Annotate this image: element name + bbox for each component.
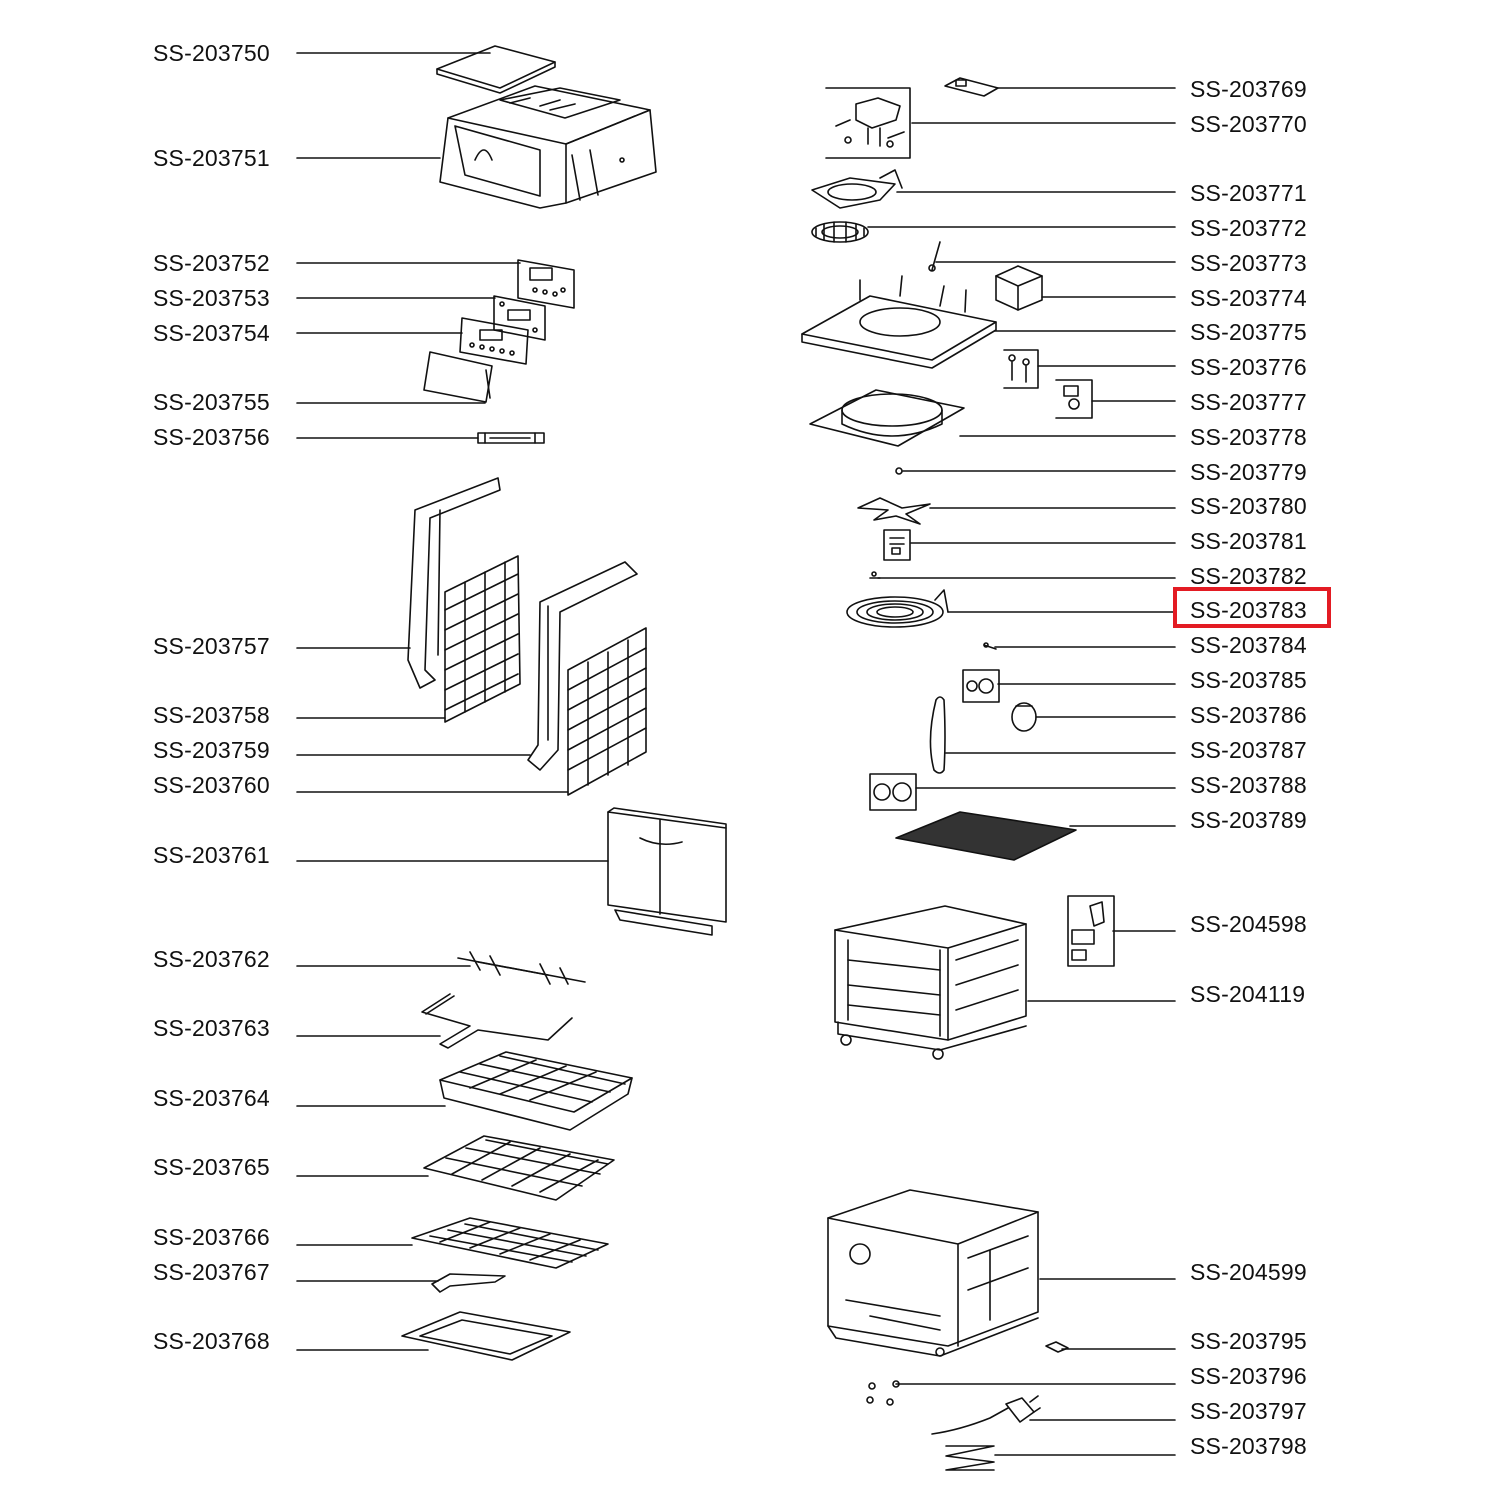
part-label: SS-203787 xyxy=(1190,737,1307,763)
part-label: SS-203798 xyxy=(1190,1433,1307,1459)
part-foot-clip xyxy=(1045,1341,1069,1353)
part-label: SS-203774 xyxy=(1190,285,1307,311)
part-pin xyxy=(869,571,881,579)
part-label: SS-203789 xyxy=(1190,807,1307,833)
part-label: SS-203762 xyxy=(153,946,270,972)
part-outer-housing xyxy=(439,85,657,209)
part-label: SS-203784 xyxy=(1190,632,1307,658)
part-label: SS-203797 xyxy=(1190,1398,1307,1424)
part-screw xyxy=(983,642,997,650)
part-fan-wheel xyxy=(811,221,869,243)
part-front-cover xyxy=(423,351,493,403)
part-label: SS-203777 xyxy=(1190,389,1307,415)
part-power-cord xyxy=(931,1395,1041,1435)
part-temperature-sensor xyxy=(928,241,941,272)
part-label: SS-203776 xyxy=(1190,354,1307,380)
part-label: SS-203756 xyxy=(153,424,270,450)
part-label: SS-203769 xyxy=(1190,76,1307,102)
part-nut xyxy=(895,467,903,475)
part-microswitch xyxy=(1055,379,1093,419)
part-top-cover-plate xyxy=(436,45,556,94)
part-label: SS-203796 xyxy=(1190,1363,1307,1389)
part-heating-motor-box xyxy=(995,265,1043,311)
part-label: SS-203753 xyxy=(153,285,270,311)
part-label: SS-203785 xyxy=(1190,667,1307,693)
part-drive-belt xyxy=(929,696,946,774)
part-gear-set xyxy=(962,669,1000,703)
part-thermal-fuse xyxy=(944,77,999,97)
part-inner-cavity-frame xyxy=(834,905,1027,1060)
part-upper-chassis xyxy=(801,275,997,369)
part-wire-rack xyxy=(423,1135,615,1201)
part-label: SS-204599 xyxy=(1190,1259,1307,1285)
part-label: SS-203757 xyxy=(153,633,270,659)
part-label: SS-203781 xyxy=(1190,528,1307,554)
part-zigzag-element xyxy=(945,1445,995,1471)
part-fan-bracket xyxy=(811,169,903,209)
part-label: SS-203758 xyxy=(153,702,270,728)
part-label-highlighted: SS-203783 xyxy=(1190,597,1307,623)
highlight-box xyxy=(1173,587,1331,628)
part-door xyxy=(607,807,727,936)
part-motor-assembly xyxy=(825,87,911,159)
part-display-board xyxy=(517,259,575,309)
part-label: SS-203780 xyxy=(1190,493,1307,519)
part-membrane-panel xyxy=(459,317,529,365)
part-label: SS-203771 xyxy=(1190,180,1307,206)
part-label: SS-203773 xyxy=(1190,250,1307,276)
part-label: SS-203795 xyxy=(1190,1328,1307,1354)
part-label: SS-203752 xyxy=(153,250,270,276)
part-heater-rod xyxy=(477,432,545,444)
part-label: SS-203775 xyxy=(1190,319,1307,345)
part-fastener-kit xyxy=(1003,349,1039,389)
part-label: SS-203782 xyxy=(1190,563,1307,589)
right-leader-lines xyxy=(867,87,1176,1456)
part-rotisserie-spit xyxy=(457,951,586,985)
part-label: SS-203770 xyxy=(1190,111,1307,137)
left-leader-lines xyxy=(296,52,609,1351)
part-label: SS-203765 xyxy=(153,1154,270,1180)
part-side-mesh-left xyxy=(444,555,521,723)
part-label: SS-203767 xyxy=(153,1259,270,1285)
part-rotisserie-fork-tool xyxy=(421,993,573,1049)
part-rotary-knob xyxy=(1011,702,1037,732)
part-side-panel-right xyxy=(527,561,638,771)
part-label: SS-203754 xyxy=(153,320,270,346)
part-rubber-feet xyxy=(866,1380,900,1406)
part-label: SS-203759 xyxy=(153,737,270,763)
part-label: SS-203764 xyxy=(153,1085,270,1111)
part-side-panel-left xyxy=(407,477,501,689)
part-label: SS-203763 xyxy=(153,1015,270,1041)
part-cavity-top-plate xyxy=(809,389,965,447)
part-label: SS-203760 xyxy=(153,772,270,798)
part-heating-element xyxy=(846,589,949,628)
part-label: SS-203768 xyxy=(153,1328,270,1354)
part-pulley xyxy=(869,773,917,811)
part-label: SS-203755 xyxy=(153,389,270,415)
part-drip-tray xyxy=(401,1311,571,1361)
part-label: SS-203779 xyxy=(1190,459,1307,485)
part-label: SS-203751 xyxy=(153,145,270,171)
part-fan-blade xyxy=(857,497,931,525)
part-label-card xyxy=(883,529,911,561)
part-label: SS-203788 xyxy=(1190,772,1307,798)
part-label: SS-203761 xyxy=(153,842,270,868)
part-label: SS-204598 xyxy=(1190,911,1307,937)
part-label: SS-203766 xyxy=(153,1224,270,1250)
part-label: SS-203786 xyxy=(1190,702,1307,728)
part-tray-handle xyxy=(431,1273,506,1293)
part-grill-plate xyxy=(411,1217,609,1269)
part-main-body-frame xyxy=(827,1189,1039,1357)
part-crumb-mesh xyxy=(895,811,1077,861)
part-door-hinge-kit xyxy=(1067,895,1115,967)
part-label: SS-204119 xyxy=(1190,981,1306,1007)
part-side-mesh-right xyxy=(567,627,647,796)
part-control-board xyxy=(493,295,546,341)
part-label: SS-203750 xyxy=(153,40,270,66)
part-label: SS-203772 xyxy=(1190,215,1307,241)
part-label: SS-203778 xyxy=(1190,424,1307,450)
part-mesh-basket xyxy=(439,1051,633,1131)
